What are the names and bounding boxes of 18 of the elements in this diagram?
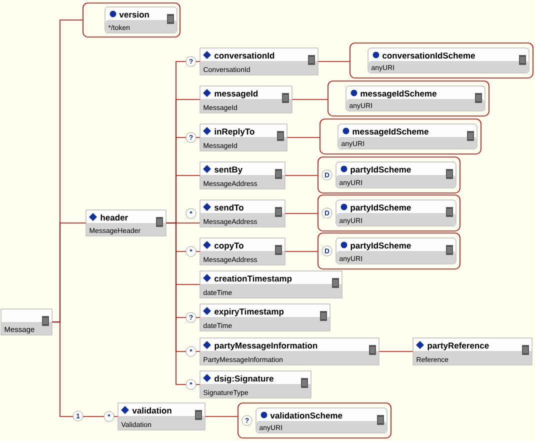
connector-line <box>318 61 350 62</box>
attribute-group-frame <box>320 118 482 154</box>
attribute-group-frame <box>238 402 392 438</box>
connector-line <box>284 251 318 252</box>
attribute-group-frame <box>328 80 490 116</box>
connector-line <box>378 351 414 352</box>
attribute-group-frame <box>82 2 180 38</box>
connector-line <box>166 222 200 385</box>
attribute-group-frame <box>318 232 460 270</box>
attribute-group-frame <box>350 42 534 78</box>
connector-line <box>286 137 320 138</box>
connector-line <box>284 175 318 176</box>
connector-line <box>204 416 238 417</box>
connector-line <box>52 322 118 417</box>
attribute-group-frame <box>318 156 460 194</box>
connector-line <box>292 99 328 100</box>
attribute-group-frame <box>318 194 460 232</box>
connector-line <box>284 213 318 214</box>
